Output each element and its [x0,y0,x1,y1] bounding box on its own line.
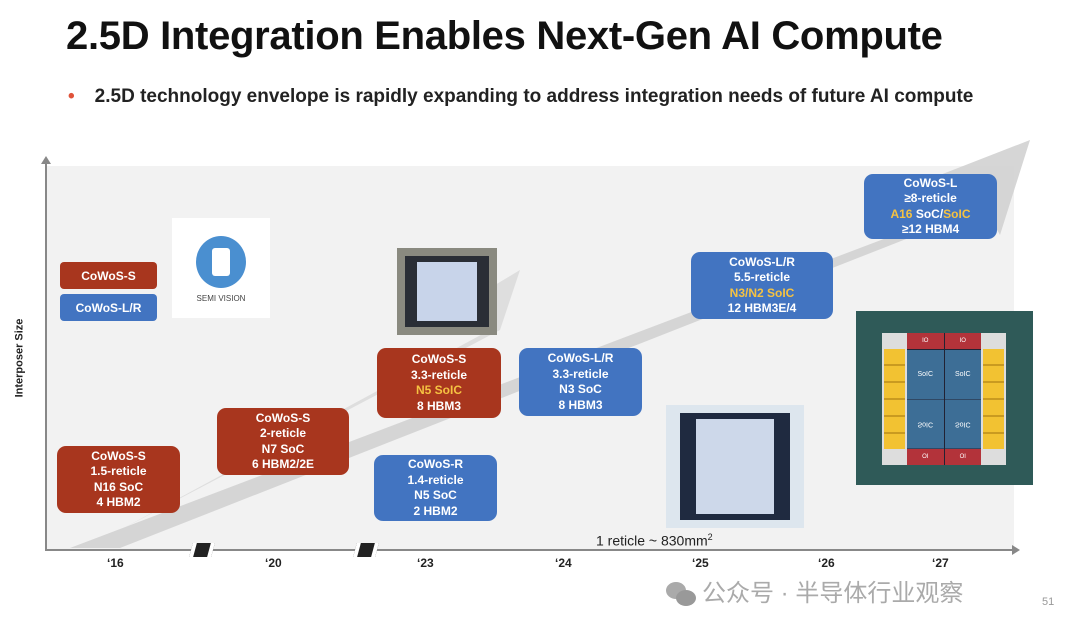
y-axis [45,162,47,550]
axis-break-icon [189,543,215,557]
x-tick-2024: ‘24 [555,556,572,570]
reticle-note: 1 reticle ~ 830mm2 [596,532,713,549]
slide-title: 2.5D Integration Enables Next-Gen AI Com… [66,14,943,58]
bullet-dot-icon: • [68,86,75,107]
y-axis-label: Interposer Size [13,318,26,398]
cowos-l-die-diagram: IO IO SoIC SoIC SoIC SoIC OI OI [856,311,1033,485]
x-axis [45,549,1013,551]
wechat-icon [666,582,696,606]
legend-cowos-lr: CoWoS-L/R [60,294,157,321]
cowos-s-chip-photo [397,248,497,335]
x-tick-2026: ‘26 [818,556,835,570]
x-tick-2027: ‘27 [932,556,949,570]
x-tick-2025: ‘25 [692,556,709,570]
bullet-point: • 2.5D technology envelope is rapidly exp… [68,86,973,108]
x-tick-2016: ‘16 [107,556,124,570]
cowos-r-wafer-photo [666,405,804,528]
y-axis-arrow-icon [41,156,51,164]
x-tick-2023: ‘23 [417,556,434,570]
x-axis-arrow-icon [1012,545,1020,555]
bullet-text: 2.5D technology envelope is rapidly expa… [94,86,974,107]
semi-vision-logo: SEMI VISION [172,218,270,318]
watermark: 公众号 · 半导体行业观察 [666,580,963,608]
x-tick-2020: ‘20 [265,556,282,570]
axis-break-icon [353,543,379,557]
page-number: 51 [1042,596,1055,608]
legend-cowos-s: CoWoS-S [60,262,157,289]
